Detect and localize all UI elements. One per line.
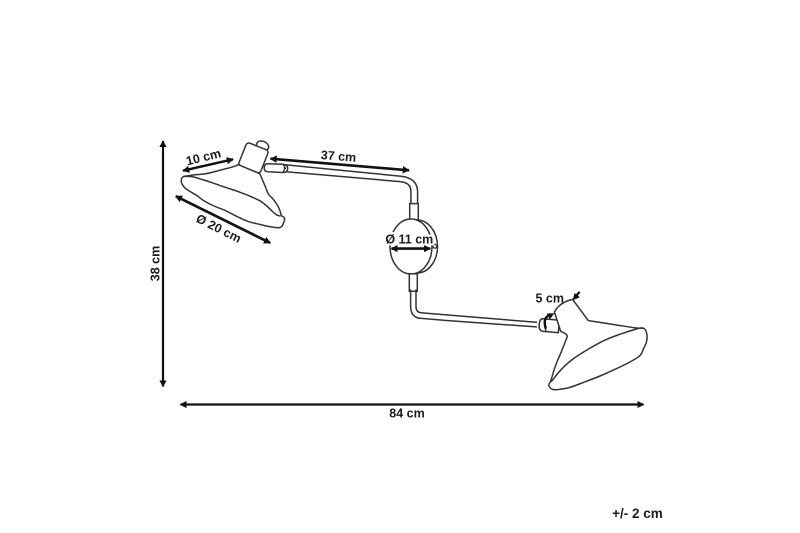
svg-text:38 cm: 38 cm (149, 246, 163, 281)
svg-text:+/- 2 cm: +/- 2 cm (612, 506, 663, 521)
svg-text:84 cm: 84 cm (389, 406, 424, 420)
svg-text:37 cm: 37 cm (320, 148, 356, 165)
svg-text:5 cm: 5 cm (535, 291, 564, 305)
svg-text:Ø 11 cm: Ø 11 cm (385, 233, 433, 247)
